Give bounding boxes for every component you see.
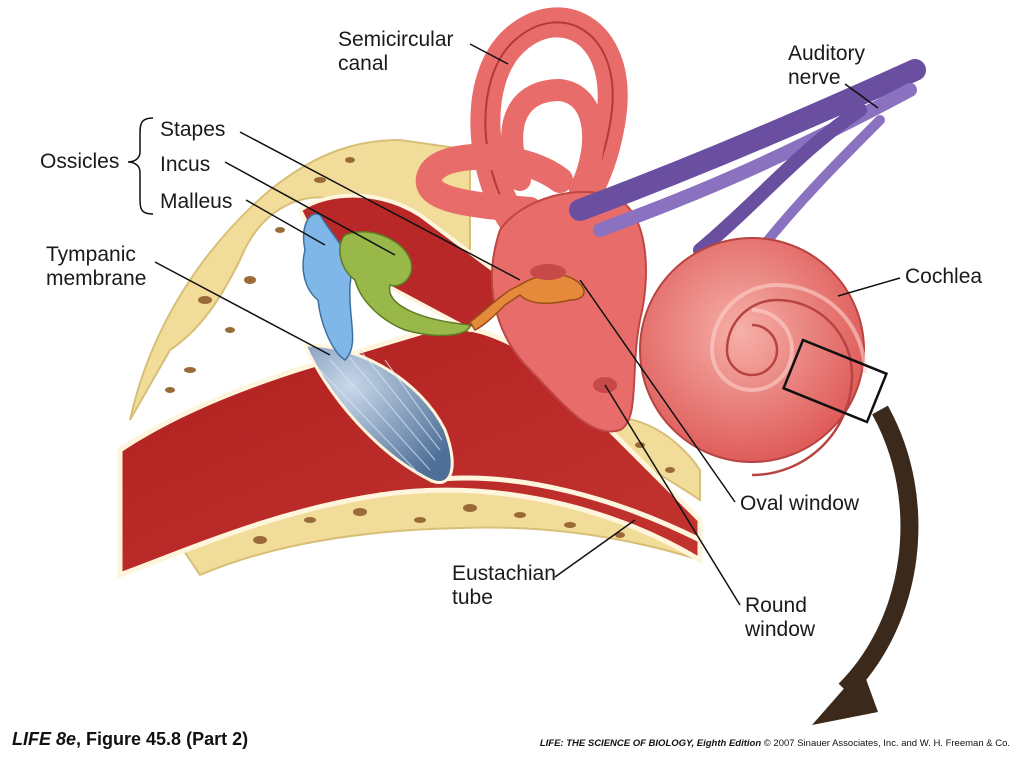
auditory-nerve-label: Auditory nerve (788, 42, 865, 90)
oval-window (530, 264, 566, 280)
copyright-credit: LIFE: THE SCIENCE OF BIOLOGY, Eighth Edi… (540, 738, 1010, 749)
incus-label: Incus (160, 153, 210, 177)
figure-number: , Figure 45.8 (Part 2) (76, 729, 248, 749)
arrow (845, 410, 909, 690)
semicircular-canal-label-line1: Semicircular (338, 28, 454, 52)
eustachian-tube-label-line2: tube (452, 586, 556, 610)
cochlea-label: Cochlea (905, 265, 982, 289)
auditory-nerve-label-line1: Auditory (788, 42, 865, 66)
tympanic-membrane-label-line1: Tympanic (46, 243, 146, 267)
round-window-label: Round window (745, 594, 815, 642)
tympanic-membrane-label: Tympanic membrane (46, 243, 146, 291)
ossicles-label: Ossicles (40, 150, 119, 174)
round-window-label-line1: Round (745, 594, 815, 618)
tympanic-membrane-label-line2: membrane (46, 267, 146, 291)
auditory-nerve-label-line2: nerve (788, 66, 865, 90)
oval-window-label: Oval window (740, 492, 859, 516)
stapes-label: Stapes (160, 118, 225, 142)
semicircular-canal-label: Semicircular canal (338, 28, 454, 76)
credit-title: LIFE: THE SCIENCE OF BIOLOGY, Eighth Edi… (540, 738, 761, 749)
eustachian-tube-label: Eustachian tube (452, 562, 556, 610)
auditory-nerve (580, 70, 915, 250)
ossicles-brace (128, 118, 153, 214)
semicircular-canal-label-line2: canal (338, 52, 454, 76)
figure-caption: LIFE 8e, Figure 45.8 (Part 2) (12, 729, 248, 750)
book-title: LIFE 8e (12, 729, 76, 749)
malleus-label: Malleus (160, 190, 232, 214)
round-window-label-line2: window (745, 618, 815, 642)
credit-rest: © 2007 Sinauer Associates, Inc. and W. H… (761, 738, 1010, 749)
eustachian-tube-label-line1: Eustachian (452, 562, 556, 586)
cochlea (640, 238, 865, 475)
